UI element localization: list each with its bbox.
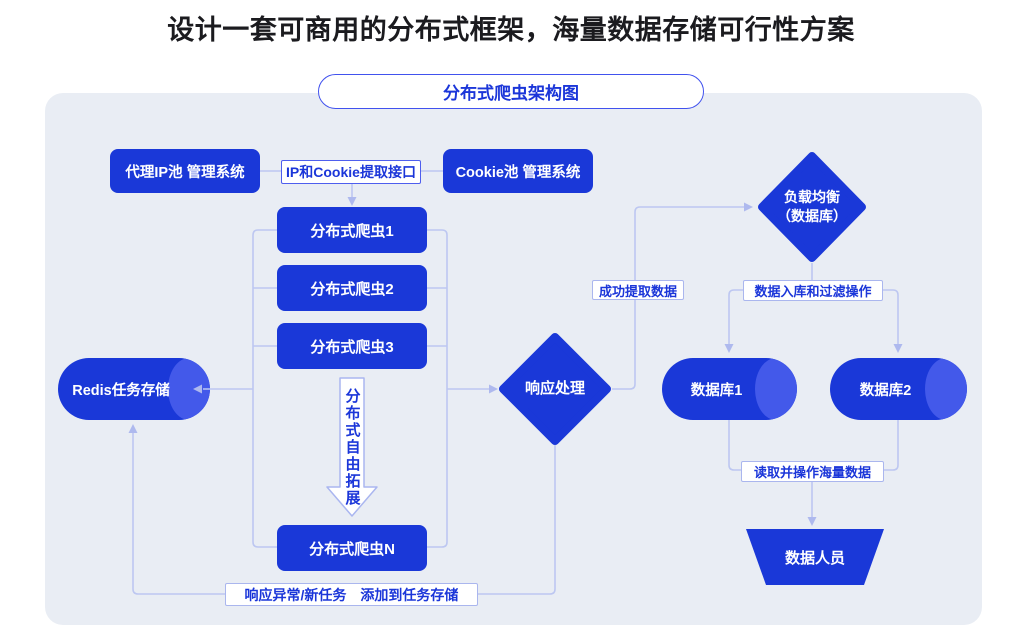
- node-data-staff: 数据人员: [746, 529, 884, 585]
- page-title: 设计一套可商用的分布式框架，海量数据存储可行性方案: [167, 15, 855, 45]
- edge-label-read-massive: 读取并操作海量数据: [741, 461, 884, 482]
- expand-arrow-label: 分布式自由拓展: [343, 387, 361, 507]
- node-crawler-3: 分布式爬虫3: [277, 323, 427, 369]
- node-response-handler: 响应处理: [524, 379, 585, 397]
- node-crawler-1: 分布式爬虫1: [277, 207, 427, 253]
- node-proxy-ip-pool: 代理IP池 管理系统: [110, 149, 260, 193]
- cylinder-database-1: 数据库1: [662, 358, 797, 420]
- node-crawler-n: 分布式爬虫N: [277, 525, 427, 571]
- node-crawler-2: 分布式爬虫2: [277, 265, 427, 311]
- load-balancer-line2: （数据库）: [777, 208, 847, 224]
- cylinder-database-2: 数据库2: [830, 358, 967, 420]
- edge-label-extract-api: IP和Cookie提取接口: [281, 160, 421, 184]
- cylinder-redis-task-store: Redis任务存储: [58, 358, 210, 420]
- node-cookie-pool: Cookie池 管理系统: [443, 149, 593, 193]
- edge-label-success-extract: 成功提取数据: [592, 280, 684, 300]
- cylinder-label: 数据库2: [859, 382, 912, 399]
- diagram-title-badge: 分布式爬虫架构图: [318, 74, 704, 109]
- node-load-balancer: 负载均衡 （数据库）: [755, 151, 869, 263]
- cylinder-face: [755, 358, 797, 420]
- edge-label-store-filter: 数据入库和过滤操作: [743, 280, 883, 301]
- edge-label-exception-requeue: 响应异常/新任务 添加到任务存储: [225, 583, 478, 606]
- load-balancer-line1: 负载均衡: [784, 189, 840, 206]
- cylinder-face: [925, 358, 967, 420]
- cylinder-label: Redis任务存储: [72, 382, 170, 399]
- cylinder-label: 数据库1: [690, 382, 743, 399]
